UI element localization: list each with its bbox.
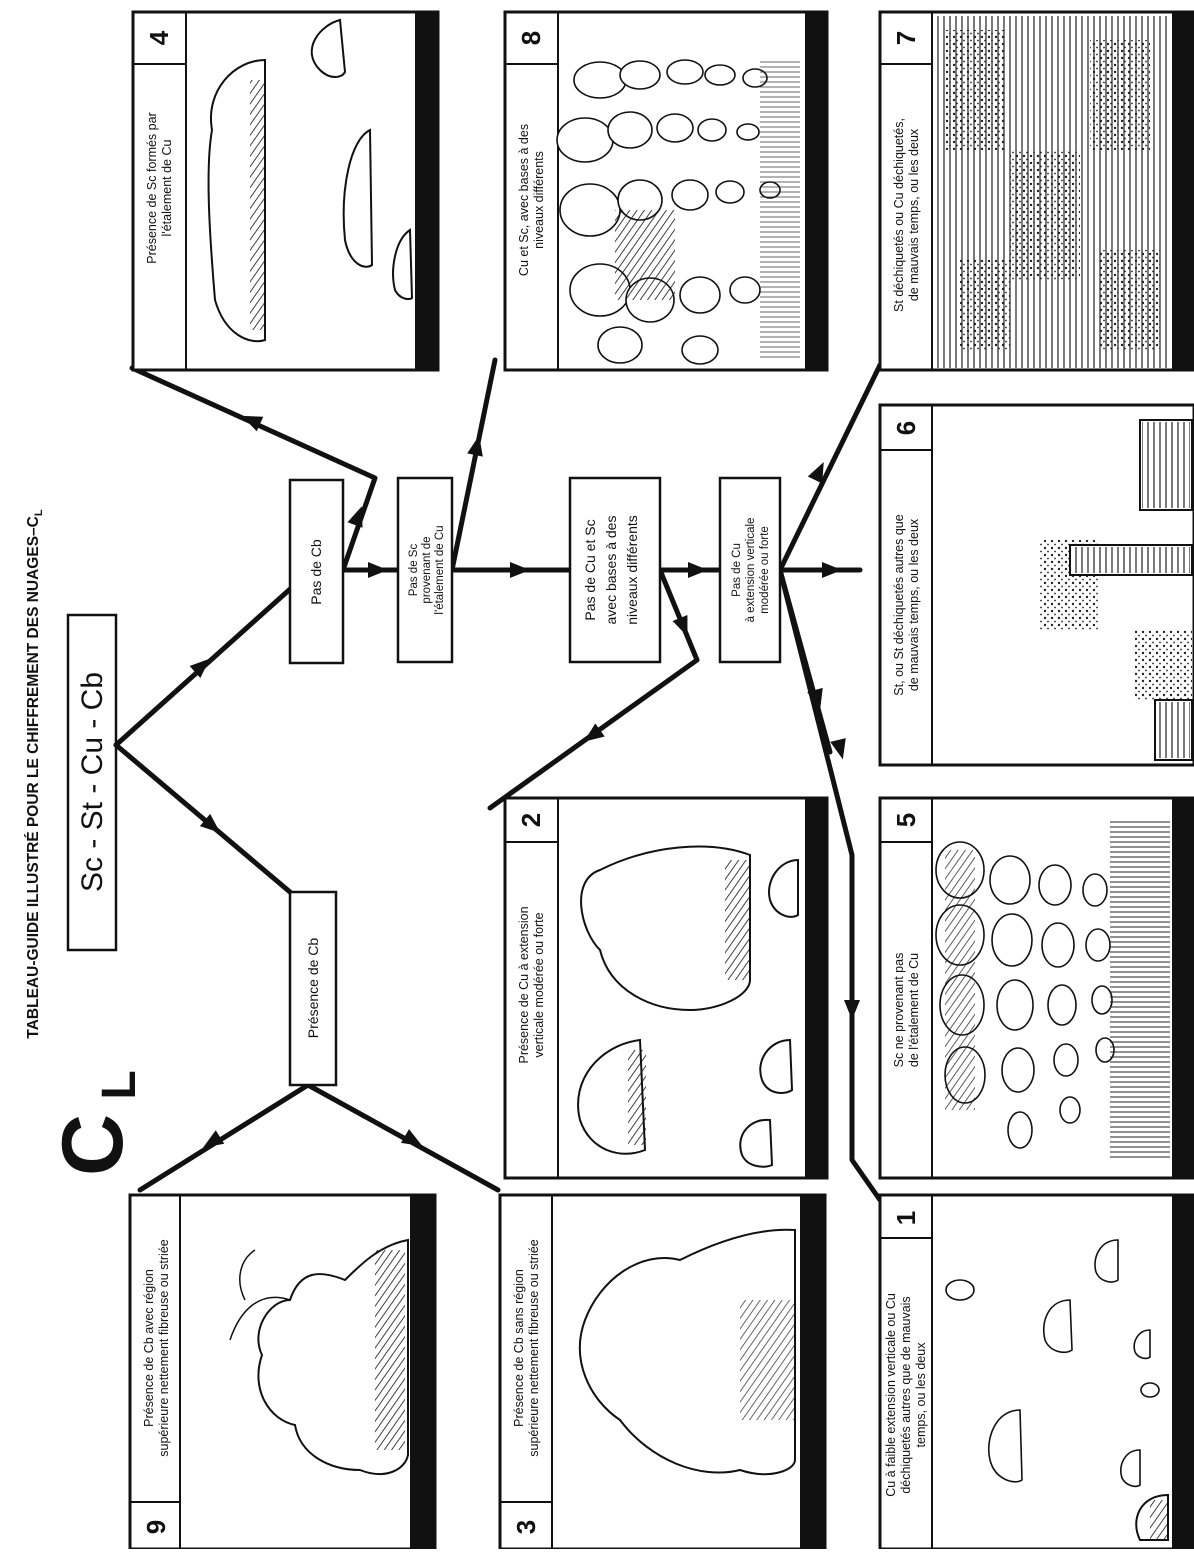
svg-text:l'étalement de Cu: l'étalement de Cu [160, 140, 174, 237]
svg-text:St, ou St déchiquetés autres q: St, ou St déchiquetés autres que [892, 514, 906, 695]
svg-text:déchiquetés autres que de mauv: déchiquetés autres que de mauvais [899, 1296, 913, 1493]
svg-text:à extension verticale: à extension verticale [745, 518, 757, 623]
svg-text:de l'étalement de Cu: de l'étalement de Cu [907, 953, 921, 1067]
cl-symbol: C L [45, 1070, 146, 1176]
svg-text:Pas de Cu et Sc: Pas de Cu et Sc [582, 519, 598, 620]
decision-presence-cb: Présence de Cb [288, 890, 338, 1087]
svg-text:3: 3 [511, 1520, 541, 1534]
svg-text:Pas de Cu: Pas de Cu [731, 543, 743, 597]
cloud-genera-box: Sc - St - Cu - Cb [66, 613, 118, 952]
svg-text:4: 4 [144, 30, 174, 45]
svg-text:Présence de Cu à extension: Présence de Cu à extension [517, 906, 531, 1063]
panel-code-1: Cu à faible extension verticale ou Cu dé… [878, 1193, 1194, 1551]
panel-code-9: Présence de Cb avec région supérieure ne… [128, 1193, 437, 1551]
panel-code-6: St, ou St déchiquetés autres que de mauv… [878, 403, 1194, 767]
svg-text:Présence de Cb: Présence de Cb [305, 938, 321, 1039]
svg-text:Présence de Cb sans région: Présence de Cb sans région [512, 1269, 526, 1427]
svg-text:C: C [45, 1114, 141, 1176]
svg-text:Pas de Sc: Pas de Sc [408, 544, 420, 597]
svg-text:8: 8 [516, 31, 546, 45]
svg-text:temps, ou les deux: temps, ou les deux [914, 1342, 928, 1448]
decision-pas-de-cb: Pas de Cb [288, 478, 345, 665]
chart-title: TABLEAU-GUIDE ILLUSTRÉ POUR LE CHIFFREME… [25, 509, 45, 1038]
svg-text:niveaux différents: niveaux différents [624, 515, 640, 624]
svg-text:5: 5 [891, 813, 921, 827]
svg-text:Pas de Cb: Pas de Cb [308, 539, 324, 605]
svg-text:Sc - St - Cu - Cb: Sc - St - Cu - Cb [76, 672, 109, 892]
svg-text:Présence de Sc formés par: Présence de Sc formés par [145, 112, 159, 263]
svg-text:l'étalement de Cu: l'étalement de Cu [434, 525, 446, 614]
svg-text:7: 7 [891, 31, 921, 45]
svg-text:de mauvais temps, ou les deux: de mauvais temps, ou les deux [907, 128, 921, 301]
flow-arrows [113, 357, 883, 1203]
decision-pas-sc: Pas de Sc provenant de l'étalement de Cu [396, 476, 454, 664]
decision-pas-cu-sc: Pas de Cu et Sc avec bases à des niveaux… [568, 476, 662, 664]
svg-text:supérieure nettement fibreuse: supérieure nettement fibreuse ou striée [157, 1239, 171, 1457]
svg-text:modérée ou forte: modérée ou forte [759, 526, 771, 614]
svg-text:9: 9 [141, 1520, 171, 1534]
panel-code-4: Présence de Sc formés par l'étalement de… [131, 10, 440, 372]
svg-text:L: L [93, 1070, 146, 1099]
svg-text:verticale modérée ou forte: verticale modérée ou forte [532, 912, 546, 1057]
panel-code-2: Présence de Cu à extension verticale mod… [503, 796, 829, 1180]
svg-text:niveaux différents: niveaux différents [532, 151, 546, 249]
panel-code-3: Présence de Cb sans région supérieure ne… [498, 1193, 827, 1551]
svg-text:Cu à faible extension vertical: Cu à faible extension verticale ou Cu [884, 1293, 898, 1497]
svg-text:1: 1 [891, 1211, 921, 1225]
svg-text:Cu et Sc, avec bases à des: Cu et Sc, avec bases à des [517, 124, 531, 276]
svg-text:provenant de: provenant de [421, 536, 433, 603]
svg-text:de mauvais temps, ou les deux: de mauvais temps, ou les deux [907, 518, 921, 691]
panel-code-8: Cu et Sc, avec bases à des niveaux diffé… [503, 10, 829, 372]
svg-text:6: 6 [891, 421, 921, 435]
svg-text:Présence de Cb avec région: Présence de Cb avec région [142, 1269, 156, 1427]
svg-text:avec bases à des: avec bases à des [603, 516, 619, 625]
svg-text:Sc ne provenant pas: Sc ne provenant pas [892, 953, 906, 1068]
svg-text:St déchiquetés ou Cu déchiquet: St déchiquetés ou Cu déchiquetés, [892, 118, 906, 312]
panel-code-7: St déchiquetés ou Cu déchiquetés, de mau… [878, 10, 1194, 372]
svg-text:2: 2 [516, 813, 546, 827]
decision-pas-cu: Pas de Cu à extension verticale modérée … [718, 476, 782, 664]
arrow-heads [189, 415, 860, 1148]
svg-text:supérieure nettement fibreuse: supérieure nettement fibreuse ou striée [527, 1239, 541, 1457]
panel-code-5: Sc ne provenant pas de l'étalement de Cu… [878, 796, 1194, 1180]
